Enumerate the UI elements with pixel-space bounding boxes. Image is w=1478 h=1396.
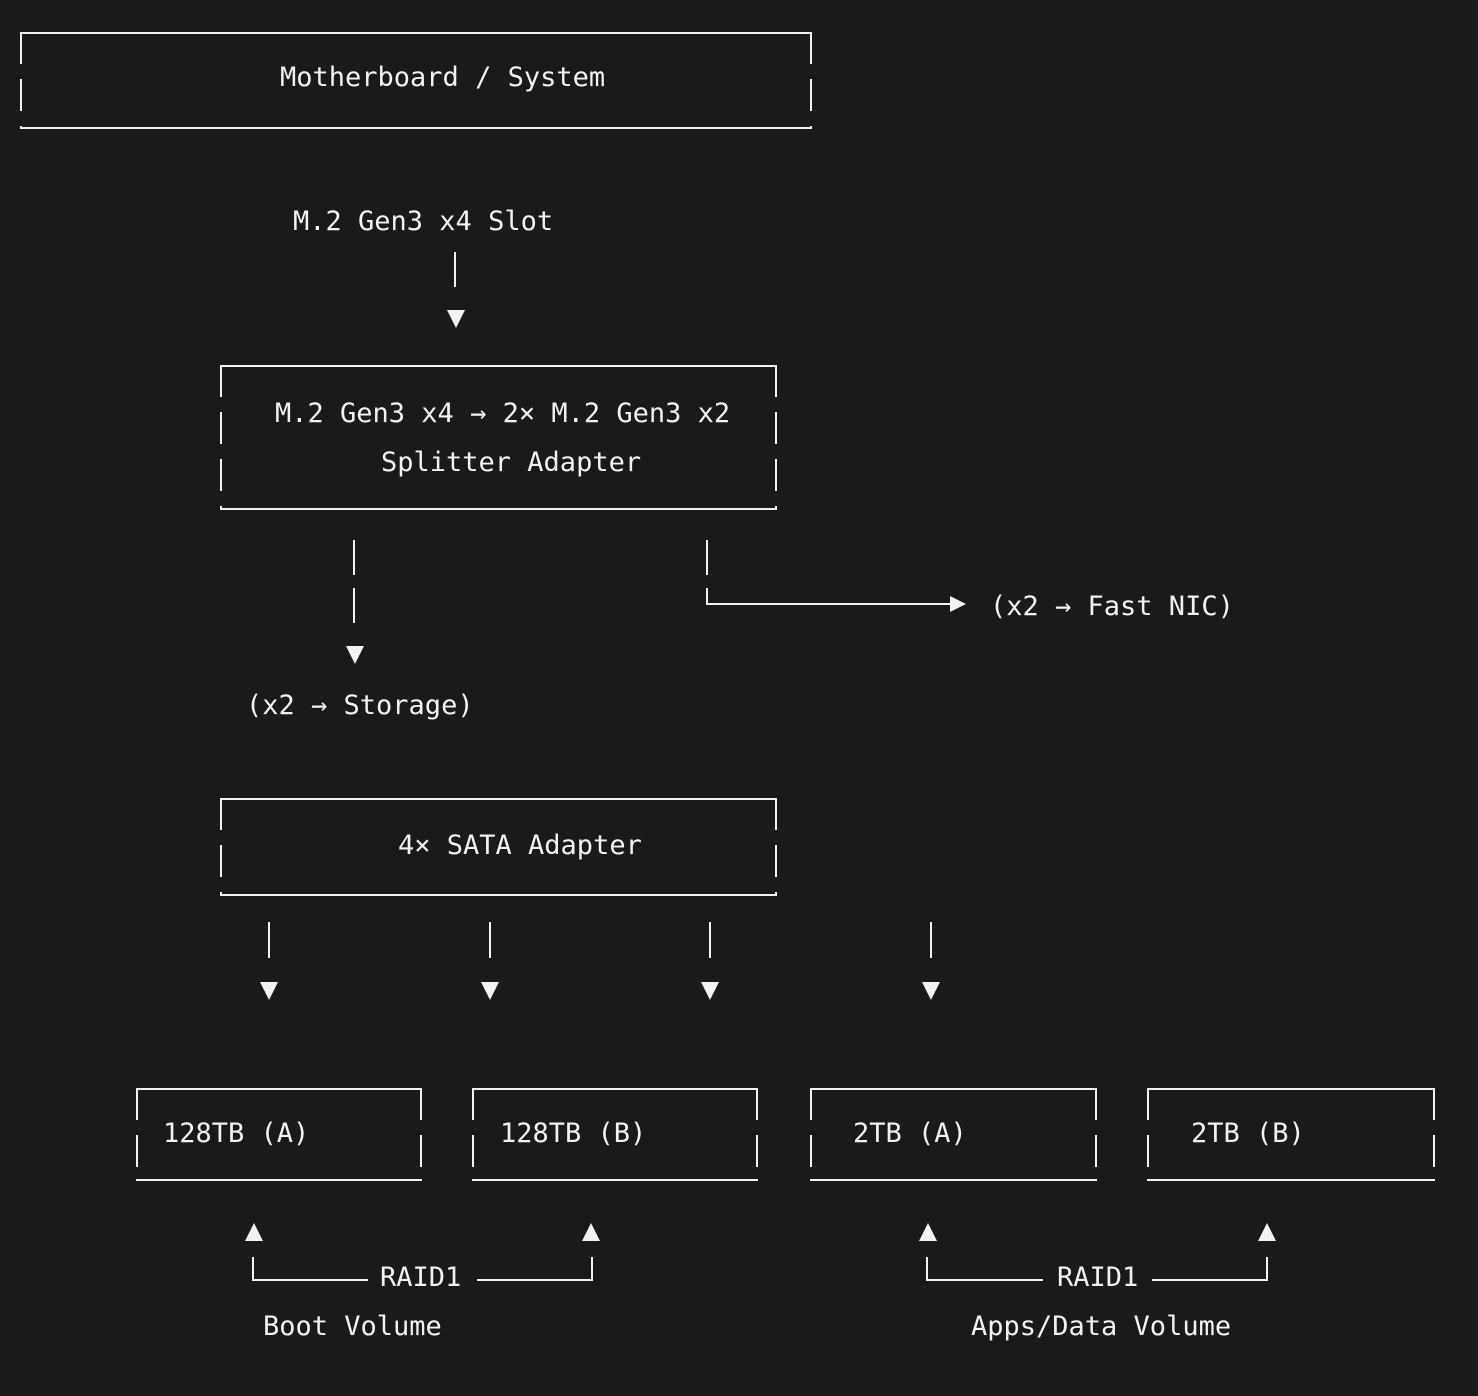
- connector-line: [930, 922, 932, 958]
- box-right-edge: [1095, 1088, 1097, 1181]
- box-right-edge: [775, 798, 777, 896]
- connector-line: [268, 922, 270, 958]
- connector-line: [489, 922, 491, 958]
- box-right-edge: [775, 365, 777, 510]
- m2-slot-label: M.2 Gen3 x4 Slot: [293, 206, 554, 237]
- box-right-edge: [810, 32, 812, 129]
- raid-bracket-stub: [1266, 1257, 1268, 1281]
- raid-label: RAID1: [1057, 1262, 1139, 1293]
- box-right-edge: [1433, 1088, 1435, 1181]
- arrow-up-icon: [1258, 1223, 1276, 1241]
- sata-adapter-label: 4× SATA Adapter: [398, 830, 642, 861]
- arrow-down-icon: [481, 982, 499, 1000]
- raid-bracket-line: [477, 1279, 593, 1281]
- raid-bracket-line: [1152, 1279, 1268, 1281]
- sata-adapter-box: [220, 798, 777, 896]
- volume-label: Apps/Data Volume: [971, 1311, 1232, 1342]
- connector-line: [353, 540, 355, 575]
- nic-branch-label: (x2 → Fast NIC): [990, 591, 1234, 622]
- drive-box: [810, 1088, 1097, 1181]
- box-left-edge: [136, 1088, 138, 1181]
- connector-elbow: [706, 588, 708, 605]
- splitter-label-line2: Splitter Adapter: [381, 447, 642, 478]
- arrow-down-icon: [701, 982, 719, 1000]
- arrow-up-icon: [582, 1223, 600, 1241]
- box-left-edge: [810, 1088, 812, 1181]
- connector-line: [353, 588, 355, 623]
- volume-label: Boot Volume: [263, 1311, 442, 1342]
- storage-branch-label: (x2 → Storage): [246, 690, 474, 721]
- connector-line: [706, 540, 708, 575]
- splitter-label-line1: M.2 Gen3 x4 → 2× M.2 Gen3 x2: [275, 398, 731, 429]
- raid-bracket-line: [252, 1279, 368, 1281]
- drive-label: 128TB (B): [500, 1118, 647, 1149]
- raid-bracket-line: [926, 1279, 1043, 1281]
- splitter-box: [220, 365, 777, 510]
- connector-line: [709, 922, 711, 958]
- raid-bracket-stub: [591, 1257, 593, 1281]
- raid-label: RAID1: [380, 1262, 462, 1293]
- box-left-edge: [220, 798, 222, 896]
- arrow-up-icon: [919, 1223, 937, 1241]
- drive-label: 2TB (A): [853, 1118, 967, 1149]
- box-left-edge: [1147, 1088, 1149, 1181]
- box-left-edge: [20, 32, 22, 129]
- box-right-edge: [420, 1088, 422, 1181]
- arrow-down-icon: [922, 982, 940, 1000]
- motherboard-box: [20, 32, 812, 129]
- raid-bracket-stub: [926, 1257, 928, 1281]
- raid-bracket-stub: [252, 1257, 254, 1281]
- arrow-down-icon: [346, 646, 364, 664]
- arrow-right-icon: [950, 596, 966, 612]
- connector-line: [706, 603, 951, 605]
- box-right-edge: [756, 1088, 758, 1181]
- connector-line: [454, 252, 456, 287]
- arrow-down-icon: [260, 982, 278, 1000]
- arrow-down-icon: [447, 310, 465, 328]
- box-left-edge: [472, 1088, 474, 1181]
- box-left-edge: [220, 365, 222, 510]
- drive-box: [472, 1088, 758, 1181]
- drive-box: [136, 1088, 422, 1181]
- drive-box: [1147, 1088, 1435, 1181]
- motherboard-label: Motherboard / System: [280, 62, 606, 93]
- drive-label: 2TB (B): [1191, 1118, 1305, 1149]
- arrow-up-icon: [245, 1223, 263, 1241]
- drive-label: 128TB (A): [163, 1118, 310, 1149]
